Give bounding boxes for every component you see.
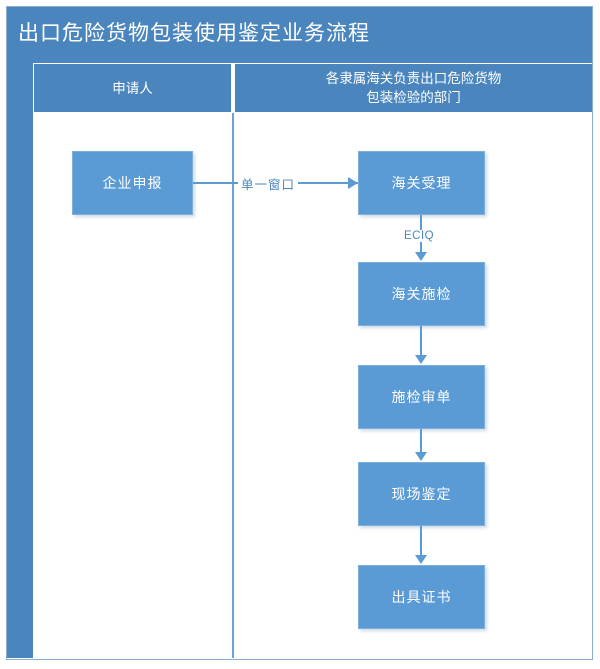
connector-review-to-appraisal: [420, 429, 422, 454]
node-issue-certificate[interactable]: 出具证书: [358, 565, 485, 629]
swimlane-spine: [7, 63, 33, 658]
node-inspection-document-review[interactable]: 施检审单: [358, 365, 485, 429]
connector-appraisal-to-certificate: [420, 526, 422, 557]
lane-header-applicant-label: 申请人: [112, 80, 153, 96]
node-onsite-appraisal[interactable]: 现场鉴定: [358, 462, 485, 526]
arrowhead-inspection-to-review: [415, 355, 427, 364]
node-inspection-document-review-label: 施检审单: [391, 389, 452, 405]
arrowhead-acceptance-to-inspection: [415, 252, 427, 261]
node-customs-acceptance[interactable]: 海关受理: [358, 151, 485, 215]
node-customs-inspection[interactable]: 海关施检: [358, 262, 485, 326]
node-customs-acceptance-label: 海关受理: [391, 175, 452, 191]
arrowhead-review-to-appraisal: [415, 452, 427, 461]
lane-header-customs-dept: 各隶属海关负责出口危险货物 包装检验的部门: [235, 64, 592, 112]
node-customs-inspection-label: 海关施检: [391, 286, 452, 302]
title-band: 出口危险货物包装使用鉴定业务流程: [7, 7, 592, 63]
lane-header-applicant: 申请人: [34, 64, 233, 112]
edge-label-single-window: 单一窗口: [238, 174, 299, 193]
node-enterprise-declaration-label: 企业申报: [102, 175, 163, 191]
page-title: 出口危险货物包装使用鉴定业务流程: [18, 22, 370, 45]
arrowhead-enterprise-to-acceptance: [348, 177, 358, 189]
edge-label-eciq: ECIQ: [401, 230, 438, 242]
lane-header-customs-dept-line1: 各隶属海关负责出口危险货物: [325, 71, 502, 86]
node-issue-certificate-label: 出具证书: [391, 589, 452, 605]
node-onsite-appraisal-label: 现场鉴定: [391, 486, 452, 502]
lane-header-customs-dept-line2: 包装检验的部门: [366, 90, 461, 105]
node-enterprise-declaration[interactable]: 企业申报: [72, 151, 193, 215]
connector-inspection-to-review: [420, 326, 422, 357]
lane-header-customs-dept-label: 各隶属海关负责出口危险货物 包装检验的部门: [326, 69, 502, 107]
arrowhead-appraisal-to-certificate: [415, 555, 427, 564]
